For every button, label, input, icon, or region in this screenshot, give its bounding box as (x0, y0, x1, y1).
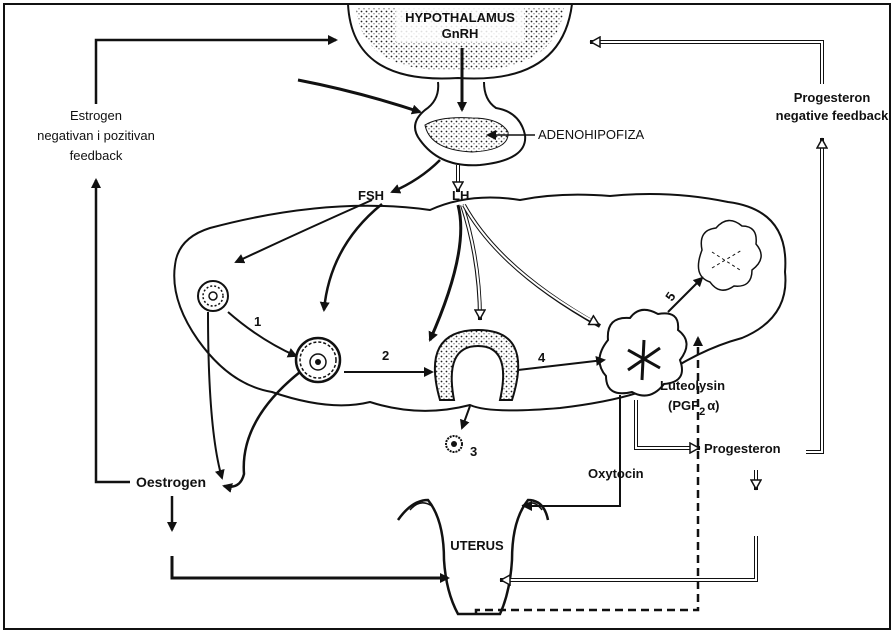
progesteron-feedback-up-outer (806, 138, 822, 452)
estrogen-feedback-line1: Estrogen (70, 108, 122, 123)
fsh-arrow (392, 160, 440, 192)
uterus-shape (398, 500, 548, 614)
progesteron-feedback-top-outer (590, 42, 822, 84)
step-2-label: 2 (382, 348, 389, 363)
primary-follicle (198, 281, 228, 311)
step-4-label: 4 (538, 350, 546, 365)
released-ovum (446, 436, 462, 452)
oestrogen-to-uterus-arrow (172, 556, 448, 578)
gnrh-label: GnRH (442, 26, 479, 41)
growing-follicle (296, 338, 340, 382)
oxytocin-label: Oxytocin (588, 466, 644, 481)
oxytocin-arrow (524, 395, 620, 506)
progesteron-to-uterus-inner (502, 536, 756, 580)
progesteron-to-uterus-outer (500, 536, 756, 580)
estrogen-feedback-line2: negativan i pozitivan (37, 128, 155, 143)
oestrogen-to-pituitary-arrow (298, 80, 420, 112)
oestrogen-label: Oestrogen (136, 474, 206, 490)
oestrogen-feedback-line-top (96, 40, 336, 104)
estrogen-feedback-line3: feedback (70, 148, 123, 163)
progesteron-label: Progesteron (704, 441, 781, 456)
progesteron-feedback-top-inner (592, 42, 822, 84)
progesteron-feedback-line1: Progesteron (794, 90, 871, 105)
progesteron-feedback-line2: negative feedback (776, 108, 889, 123)
uterus-label: UTERUS (450, 538, 504, 553)
luteolysin-label-line1: Luteolysin (660, 378, 725, 393)
progesteron-feedback-up-inner (806, 140, 822, 452)
step-3-label: 3 (470, 444, 477, 459)
adenohipofiza-label: ADENOHIPOFIZA (538, 127, 645, 142)
oestrogen-feedback-line-up (96, 180, 130, 482)
step-1-label: 1 (254, 314, 261, 329)
step-3-arrow (462, 406, 470, 428)
hypothalamus-label: HYPOTHALAMUS (405, 10, 515, 25)
